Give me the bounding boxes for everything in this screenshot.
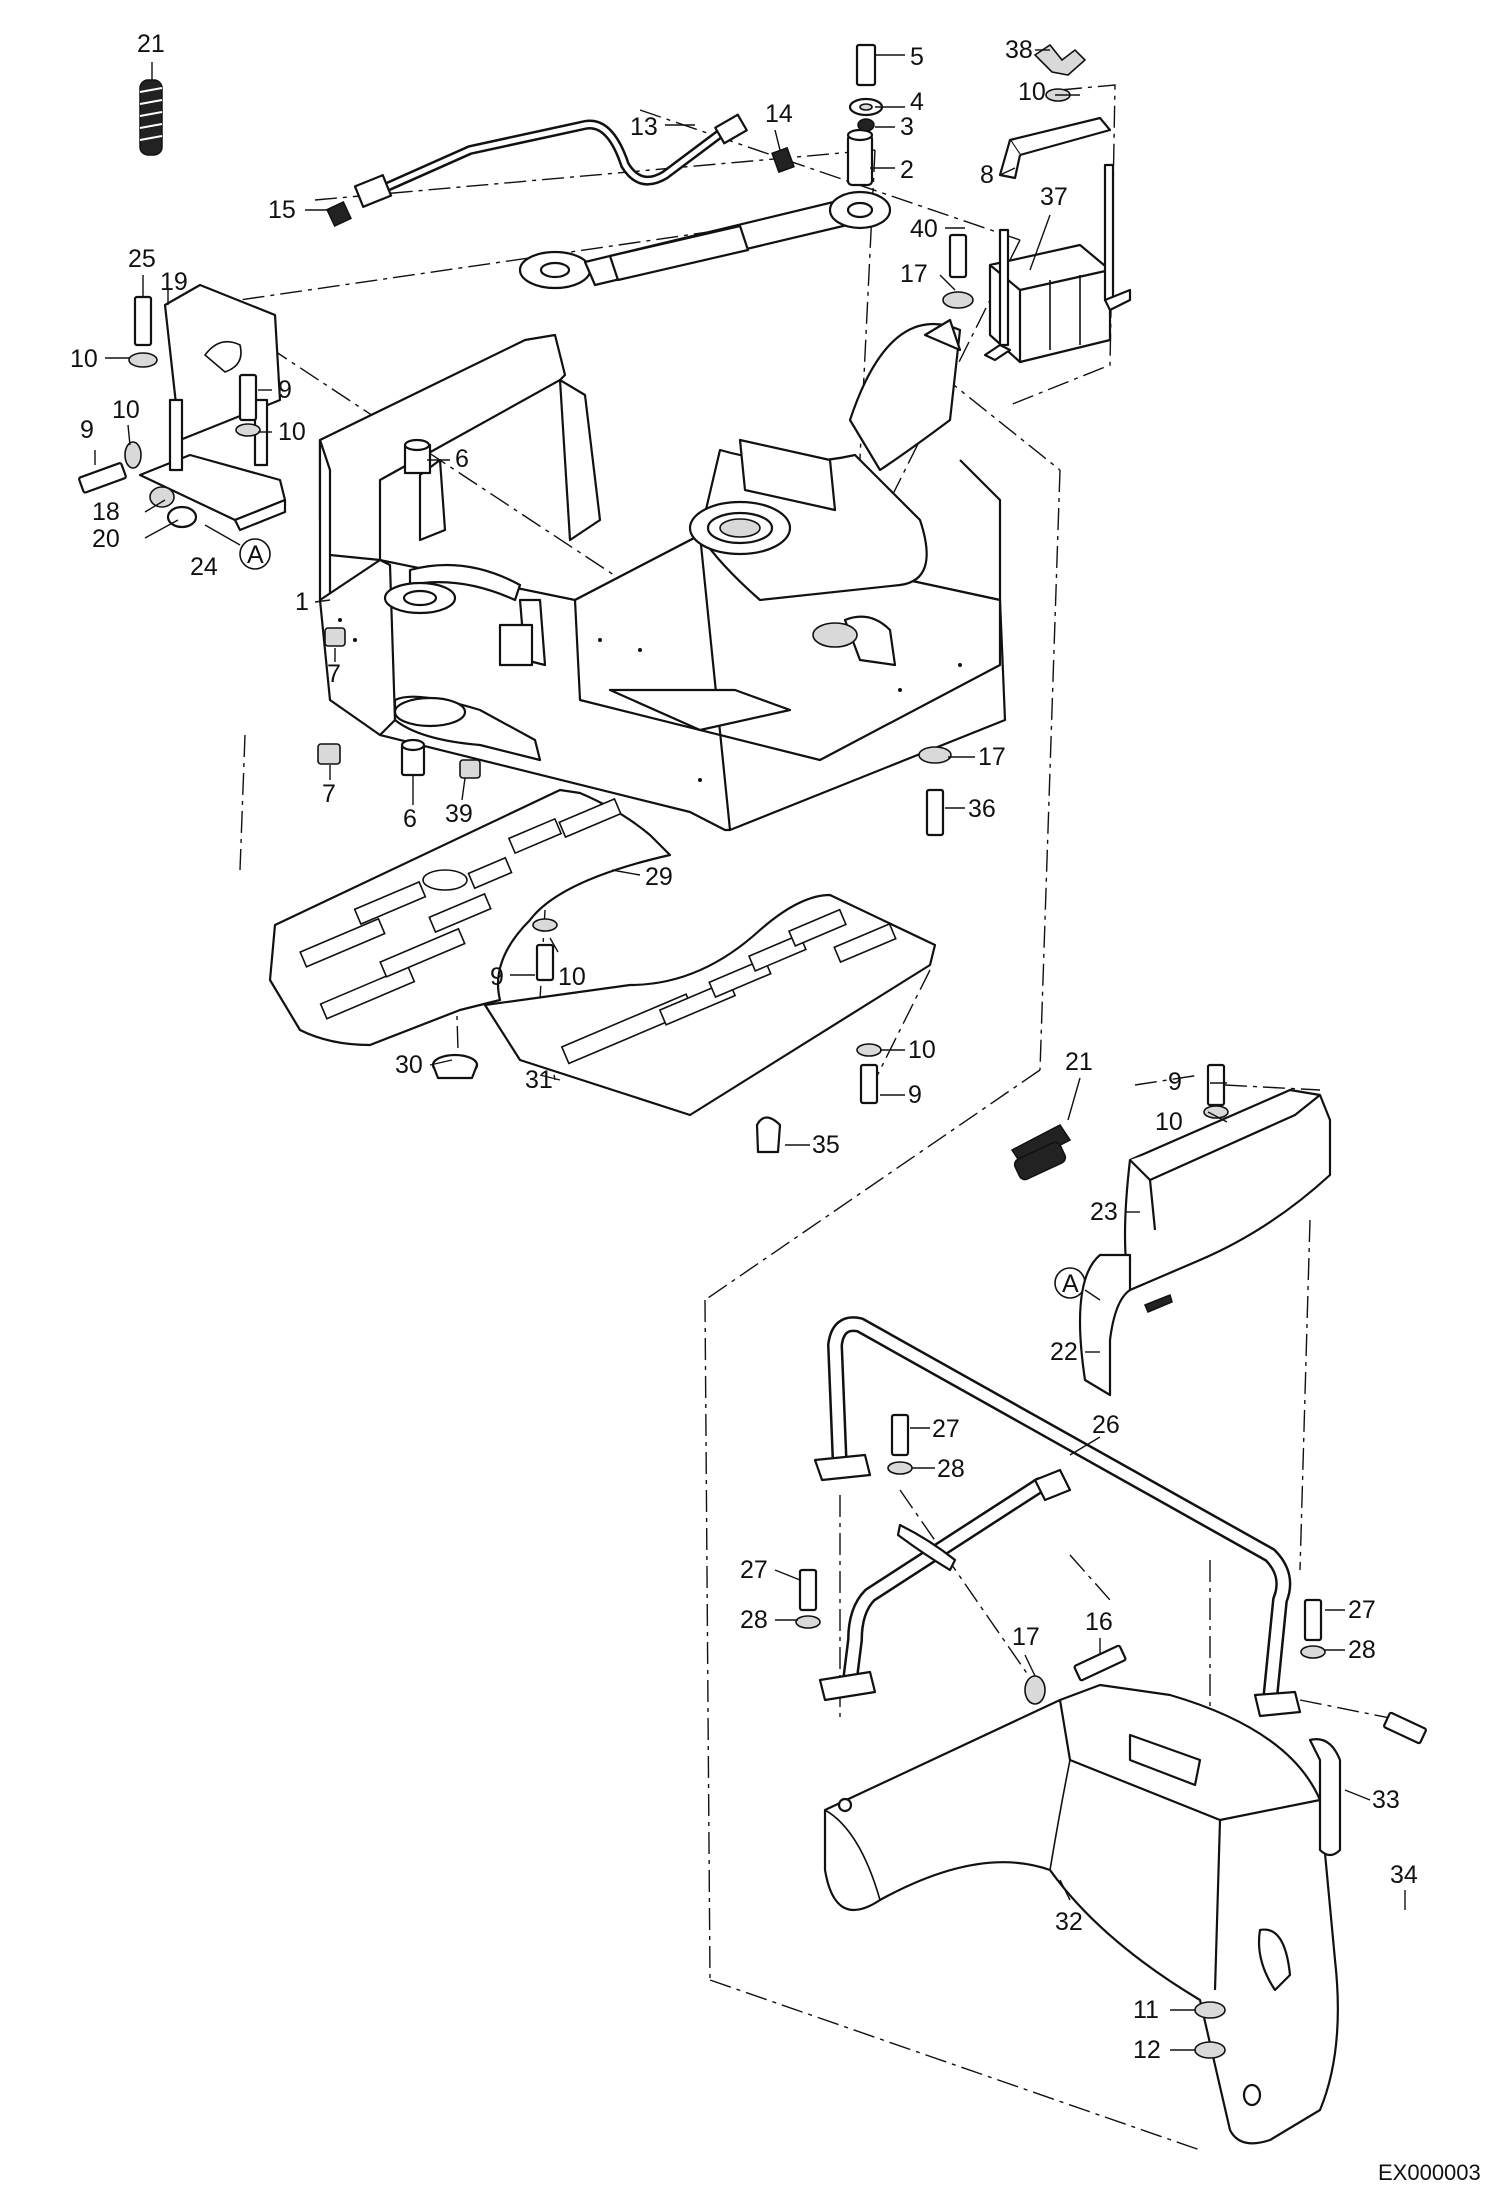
callout-19: 19 (160, 268, 188, 296)
callout-9: 9 (490, 963, 504, 991)
callout-28: 28 (937, 1455, 965, 1483)
callout-9: 9 (278, 376, 292, 404)
callout-10: 10 (908, 1036, 936, 1064)
callout-27: 27 (932, 1415, 960, 1443)
callout-17: 17 (900, 260, 928, 288)
callout-35: 35 (812, 1131, 840, 1159)
callout-12: 12 (1133, 2036, 1161, 2064)
callout-10: 10 (1155, 1108, 1183, 1136)
callout-10: 10 (1018, 78, 1046, 106)
hydraulic-hose (353, 113, 748, 208)
callout-18: 18 (92, 498, 120, 526)
callout-4: 4 (910, 88, 924, 116)
callout-37: 37 (1040, 183, 1068, 211)
callout-31: 31 (525, 1066, 553, 1094)
callout-3: 3 (900, 113, 914, 141)
callout-17: 17 (978, 743, 1006, 771)
callout-36: 36 (968, 795, 996, 823)
callout-21: 21 (137, 30, 165, 58)
callout-15: 15 (268, 196, 296, 224)
callout-34: 34 (1390, 1861, 1418, 1889)
callout-33: 33 (1372, 1786, 1400, 1814)
callout-17: 17 (1012, 1623, 1040, 1651)
callout-6: 6 (455, 445, 469, 473)
callout-11: 11 (1133, 1996, 1159, 2024)
callout-24: 24 (190, 553, 218, 581)
callout-23: 23 (1090, 1198, 1118, 1226)
callout-1: 1 (295, 588, 309, 616)
counterweight-32 (823, 1683, 1342, 2145)
floor-plate-29 (268, 788, 672, 1047)
callout-10: 10 (70, 345, 98, 373)
callout-29: 29 (645, 863, 673, 891)
callout-13: 13 (630, 113, 658, 141)
callout-40: 40 (910, 215, 938, 243)
callout-22: 22 (1050, 1338, 1078, 1366)
callout-30: 30 (395, 1051, 423, 1079)
callout-26: 26 (1092, 1411, 1120, 1439)
callout-38: 38 (1005, 36, 1033, 64)
callout-labels: 21 5 38 4 10 13 14 3 2 8 15 37 40 25 17 … (70, 30, 1418, 2064)
callout-2: 2 (900, 156, 914, 184)
callout-28: 28 (740, 1606, 768, 1634)
callout-27: 27 (1348, 1596, 1376, 1624)
main-frame (318, 318, 1007, 832)
callout-A: A (247, 541, 264, 569)
callout-32: 32 (1055, 1908, 1083, 1936)
hardware-upper (78, 43, 1087, 1299)
callout-28: 28 (1348, 1636, 1376, 1664)
swing-cylinder (518, 128, 892, 290)
callout-10: 10 (558, 963, 586, 991)
callout-20: 20 (92, 525, 120, 553)
callout-16: 16 (1085, 1608, 1113, 1636)
spring-21-top (139, 79, 163, 156)
callout-6: 6 (403, 805, 417, 833)
tubular-frame-26 (813, 1316, 1302, 1718)
callout-7: 7 (327, 660, 341, 688)
cover-assembly (1010, 1088, 1332, 1397)
callout-10: 10 (112, 396, 140, 424)
callout-8: 8 (980, 161, 994, 189)
document-id: EX000003 (1378, 2160, 1481, 2185)
floor-plate-31 (483, 893, 937, 1117)
callout-7: 7 (322, 780, 336, 808)
hardware-lower-right (795, 1063, 1427, 2059)
callout-9: 9 (908, 1081, 922, 1109)
callout-39: 39 (445, 800, 473, 828)
callout-9: 9 (80, 416, 94, 444)
callout-21: 21 (1065, 1048, 1093, 1076)
callout-25: 25 (128, 245, 156, 273)
hardware-lower-left (317, 738, 952, 1154)
callout-10: 10 (278, 418, 306, 446)
leader-lines (94, 49, 1406, 2051)
callout-A: A (1062, 1270, 1079, 1298)
callout-27: 27 (740, 1556, 768, 1584)
callout-9: 9 (1168, 1068, 1182, 1096)
callout-14: 14 (765, 100, 793, 128)
callout-5: 5 (910, 43, 924, 71)
battery-assembly (983, 116, 1132, 364)
